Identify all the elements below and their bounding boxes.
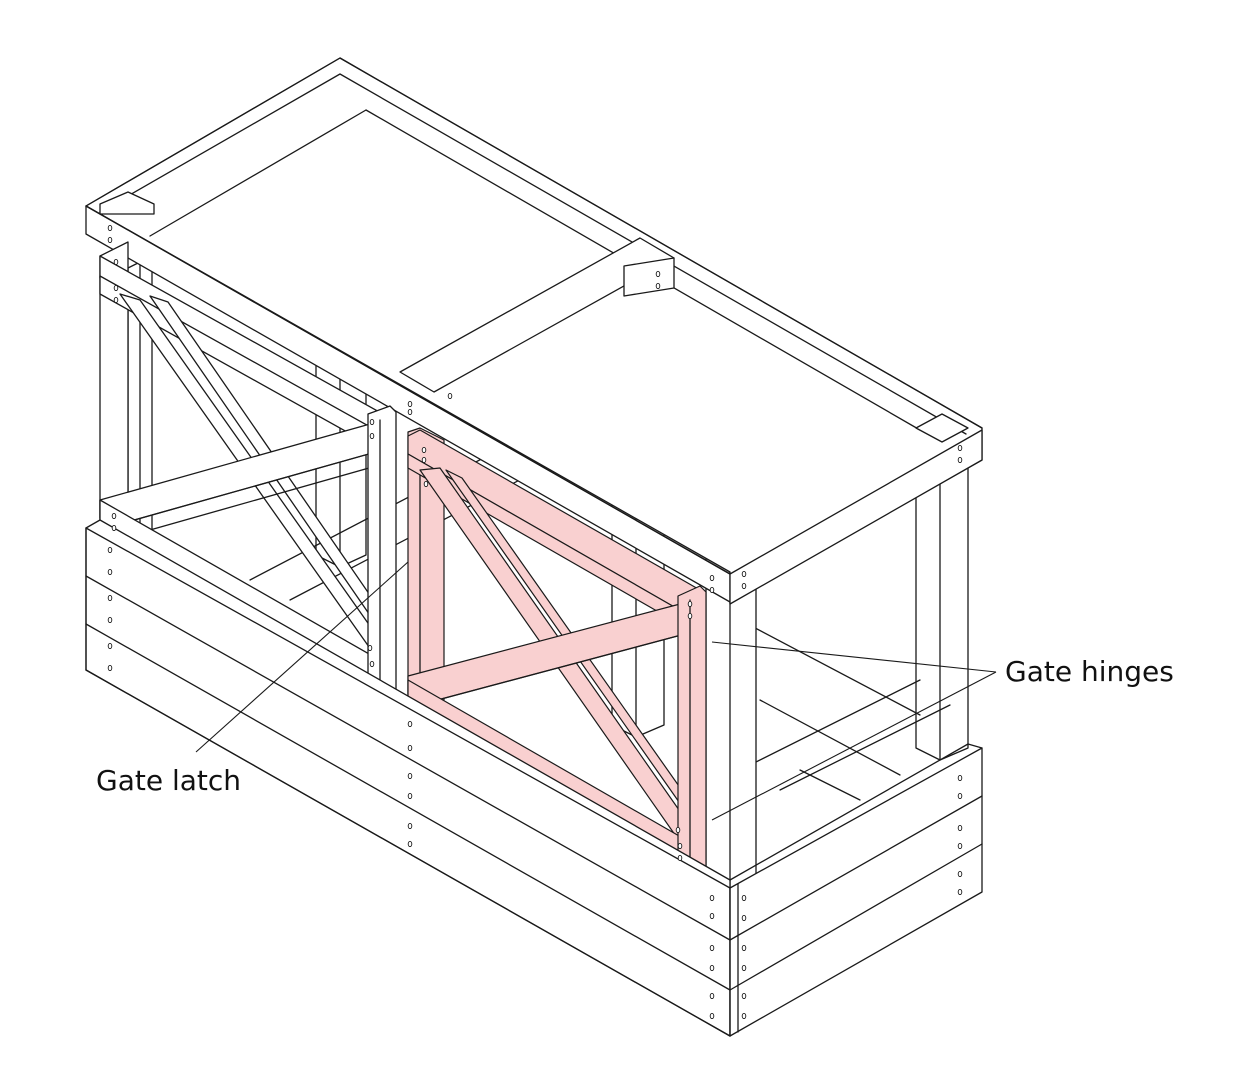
gate-latch-leader xyxy=(195,561,409,753)
screw-hole xyxy=(407,772,413,780)
screw-hole xyxy=(407,840,413,848)
screw-hole xyxy=(709,992,715,1000)
screw-hole xyxy=(655,282,661,290)
screw-hole xyxy=(655,270,661,278)
screw-hole xyxy=(111,512,117,520)
screw-hole xyxy=(367,644,373,652)
screw-hole xyxy=(709,1012,715,1020)
screw-hole xyxy=(107,224,113,232)
screw-hole xyxy=(741,570,747,578)
screw-hole xyxy=(111,524,117,532)
screw-hole xyxy=(957,870,963,878)
screw-hole xyxy=(957,888,963,896)
annotation-leaders xyxy=(195,561,997,821)
screw-hole xyxy=(957,444,963,452)
screw-hole xyxy=(407,408,413,416)
screw-hole xyxy=(447,392,453,400)
screw-hole xyxy=(687,612,693,620)
screw-hole xyxy=(741,944,747,952)
gate-latch-label: Gate latch xyxy=(96,764,241,797)
screw-hole xyxy=(369,418,375,426)
screw-hole xyxy=(709,574,715,582)
screw-hole xyxy=(957,792,963,800)
screw-hole xyxy=(113,258,119,266)
screw-hole xyxy=(113,284,119,292)
screw-hole xyxy=(677,854,683,862)
screw-hole xyxy=(709,912,715,920)
screw-hole xyxy=(107,594,113,602)
screw-hole xyxy=(107,642,113,650)
screw-hole xyxy=(709,964,715,972)
screw-hole xyxy=(741,582,747,590)
screw-hole xyxy=(107,664,113,672)
screw-hole xyxy=(741,914,747,922)
screw-hole xyxy=(407,400,413,408)
screw-holes xyxy=(107,224,963,1020)
screw-hole xyxy=(369,432,375,440)
screw-hole xyxy=(407,792,413,800)
screw-hole xyxy=(957,774,963,782)
gate-hinge-leader-lower xyxy=(711,671,997,821)
raised-bed xyxy=(85,519,983,1037)
screw-hole xyxy=(957,456,963,464)
screw-hole xyxy=(741,1012,747,1020)
screw-hole xyxy=(957,842,963,850)
screw-hole xyxy=(421,446,427,454)
screw-hole xyxy=(369,660,375,668)
gate-hinges-label: Gate hinges xyxy=(1005,655,1174,688)
screw-hole xyxy=(423,480,429,488)
screw-hole xyxy=(407,744,413,752)
screw-hole xyxy=(709,894,715,902)
screw-hole xyxy=(741,894,747,902)
gate-hinge-leader-upper xyxy=(711,641,997,673)
screw-hole xyxy=(957,824,963,832)
screw-hole xyxy=(407,822,413,830)
screw-hole xyxy=(107,616,113,624)
screw-hole xyxy=(407,720,413,728)
screw-hole xyxy=(107,236,113,244)
screw-hole xyxy=(107,568,113,576)
screw-hole xyxy=(677,842,683,850)
screw-hole xyxy=(741,964,747,972)
screw-hole xyxy=(675,826,681,834)
screw-hole xyxy=(709,944,715,952)
screw-hole xyxy=(421,456,427,464)
screw-hole xyxy=(107,546,113,554)
screw-hole xyxy=(709,586,715,594)
front-left-panel xyxy=(99,241,397,695)
screw-hole xyxy=(113,296,119,304)
screw-hole xyxy=(687,600,693,608)
screw-hole xyxy=(741,992,747,1000)
